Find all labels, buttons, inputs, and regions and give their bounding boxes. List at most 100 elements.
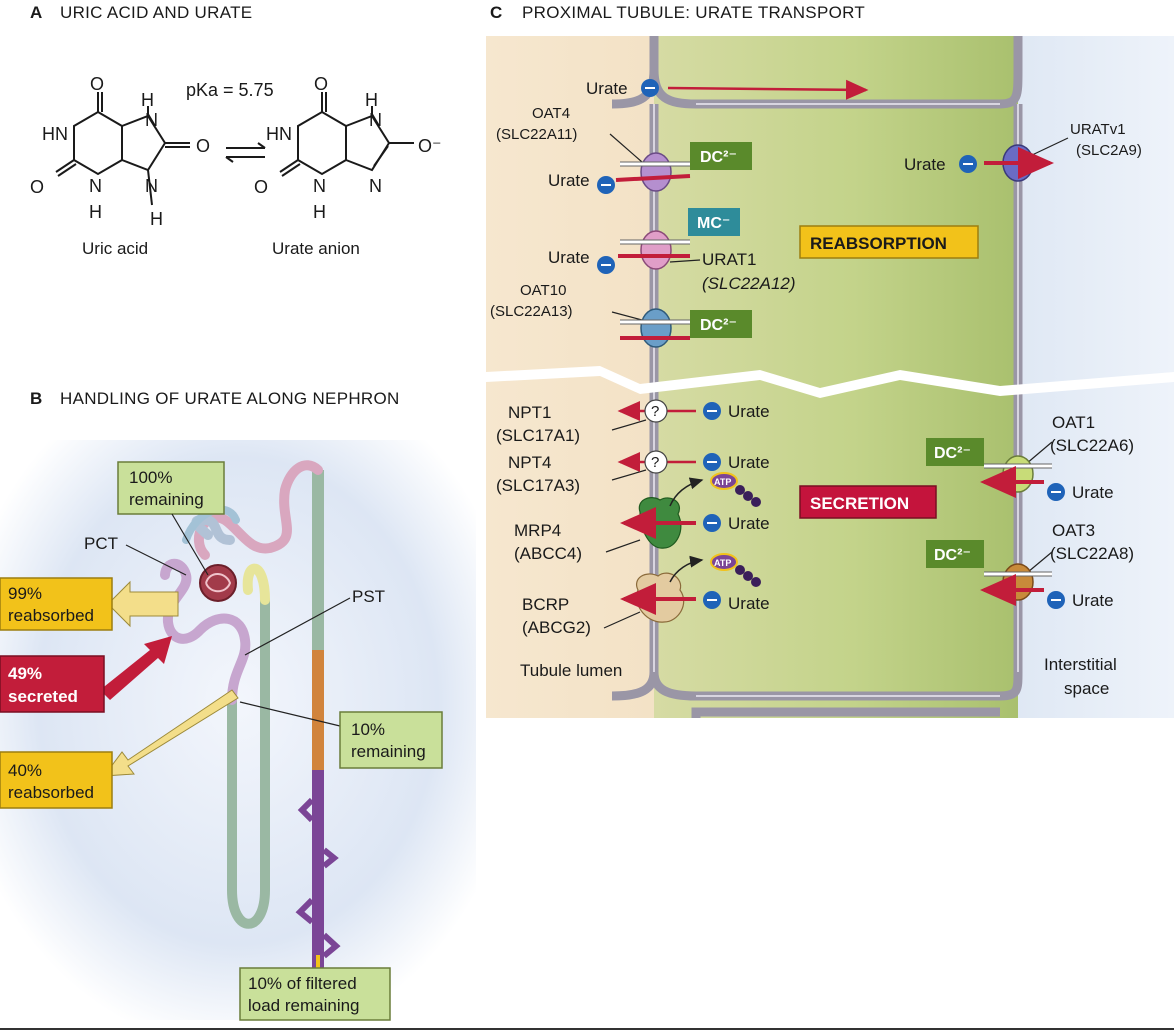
pka-label: pKa = 5.75 [186, 80, 274, 100]
npt1-question: ? [651, 403, 659, 420]
box-final-remaining [239, 967, 391, 1021]
secretion-badge [799, 485, 937, 519]
oat10-gene: (SLC22A13) [490, 303, 573, 320]
oat4-name: OAT4 [532, 105, 570, 122]
mrp4-atp-badge [710, 472, 738, 490]
bcrp-urate-label: Urate [728, 594, 770, 613]
uric-acid-structure [55, 92, 190, 206]
panel-c: C PROXIMAL TUBULE: URATE TRANSPORT Urate… [486, 3, 1174, 718]
urat1-urate-label: Urate [548, 248, 590, 267]
box-final-line1: 10% of filtered [248, 974, 357, 993]
uric-n9: N [145, 176, 158, 196]
urate-top-label: Urate [586, 79, 628, 98]
oat1-gene: (SLC22A6) [1050, 436, 1134, 455]
npt4-urate-minus [707, 461, 717, 463]
npt4-leader [611, 469, 647, 481]
uric-acid-label: Uric acid [82, 239, 148, 258]
npt4-urate-label: Urate [728, 453, 770, 472]
oat10-dc-badge [690, 310, 752, 338]
box-49-line1: 49% [8, 664, 42, 683]
tubule-lumen-label: Tubule lumen [520, 661, 622, 680]
secretion-text: SECRETION [810, 494, 909, 513]
uric-o-left: O [30, 177, 44, 197]
urate-top-arrow [667, 79, 869, 100]
uric-hn: HN [42, 124, 68, 144]
panel-a-title: URIC ACID AND URATE [60, 3, 252, 22]
oat4-urate-label: Urate [548, 171, 590, 190]
uric-n-bottom: N [89, 176, 102, 196]
bcrp-atp-p3 [751, 577, 761, 587]
npt4-question: ? [651, 454, 659, 471]
panel-c-title: PROXIMAL TUBULE: URATE TRANSPORT [522, 3, 865, 22]
urat1-transporter[interactable] [640, 230, 672, 270]
oat1-transporter[interactable] [1002, 455, 1034, 493]
urate-o-top: O [314, 74, 328, 94]
panel-b: B HANDLING OF URATE ALONG NEPHRON PCT PS… [0, 389, 476, 1021]
bcrp-atp-arrow [669, 555, 704, 583]
uric-h-top: H [141, 90, 154, 110]
urat1-name: URAT1 [702, 250, 756, 269]
box-10-remaining [339, 711, 443, 769]
interstitial-label-line1: Interstitial [1044, 655, 1117, 674]
bcrp-urate-minus [707, 599, 717, 601]
panel-c-letter: C [490, 3, 502, 22]
mrp4-name: MRP4 [514, 521, 561, 540]
urate-n9: N [369, 176, 382, 196]
oat4-transporter[interactable] [640, 152, 672, 192]
urate-o-minus: O⁻ [418, 136, 442, 156]
urate-anion-label: Urate anion [272, 239, 360, 258]
box-99-reabsorbed [0, 577, 113, 631]
oat4-leader [609, 133, 643, 163]
oat1-dc-badge [926, 438, 984, 466]
urate-anion-structure [279, 92, 414, 177]
mc-badge [688, 208, 740, 236]
urate-top-minus [645, 87, 655, 89]
oat3-urate-label: Urate [1072, 591, 1114, 610]
arrow-99-reabsorbed [107, 580, 179, 628]
oat4-urate-arrow [615, 174, 691, 182]
npt4-name: NPT4 [508, 453, 551, 472]
glomerulus-capillaries [205, 573, 232, 593]
oat10-transporter[interactable] [640, 308, 672, 348]
oat10-name: OAT10 [520, 282, 566, 299]
box-100-leader [171, 513, 209, 576]
arrow-40-reabsorbed [102, 689, 239, 777]
mrp4-atp-p3 [751, 497, 761, 507]
mrp4-gene: (ABCC4) [514, 544, 582, 563]
urate-hn: HN [266, 124, 292, 144]
urate-h-bottom: H [313, 202, 326, 222]
reabsorption-text: REABSORPTION [810, 234, 947, 253]
npt1-transporter[interactable] [644, 399, 668, 423]
box-10-line1: 10% [351, 720, 385, 739]
equilibrium-arrows [225, 142, 266, 163]
oat3-dc-text: DC²⁻ [934, 547, 971, 564]
box-10-line2: remaining [351, 742, 426, 761]
urat1-gene: (SLC22A12) [702, 274, 796, 293]
oat4-urate-minus [601, 184, 611, 186]
pst-leader [244, 597, 351, 656]
oat3-dc-badge [926, 540, 984, 568]
bcrp-gene: (ABCG2) [522, 618, 591, 637]
oat4-gene: (SLC22A11) [496, 126, 577, 143]
panel-a-letter: A [30, 3, 42, 22]
bcrp-atp-text: ATP [714, 558, 731, 568]
pct-leader [125, 544, 187, 576]
uratv1-urate-minus [963, 163, 973, 165]
npt1-urate-label: Urate [728, 402, 770, 421]
box-100-line2: remaining [129, 490, 204, 509]
oat1-urate-minus [1051, 491, 1061, 493]
box-99-line2: reabsorbed [8, 606, 94, 625]
oat3-transporter[interactable] [1002, 563, 1034, 601]
npt1-gene: (SLC17A1) [496, 426, 580, 445]
pst-label: PST [352, 587, 385, 606]
box-final-line2: load remaining [248, 996, 360, 1015]
mrp4-atp-p1 [735, 485, 745, 495]
npt4-transporter[interactable] [644, 450, 668, 474]
oat1-dc-text: DC²⁻ [934, 445, 971, 462]
oat4-dc-text: DC²⁻ [700, 149, 737, 166]
box-100-remaining [117, 461, 225, 515]
box-100-line1: 100% [129, 468, 172, 487]
urate-n-bottom: N [313, 176, 326, 196]
